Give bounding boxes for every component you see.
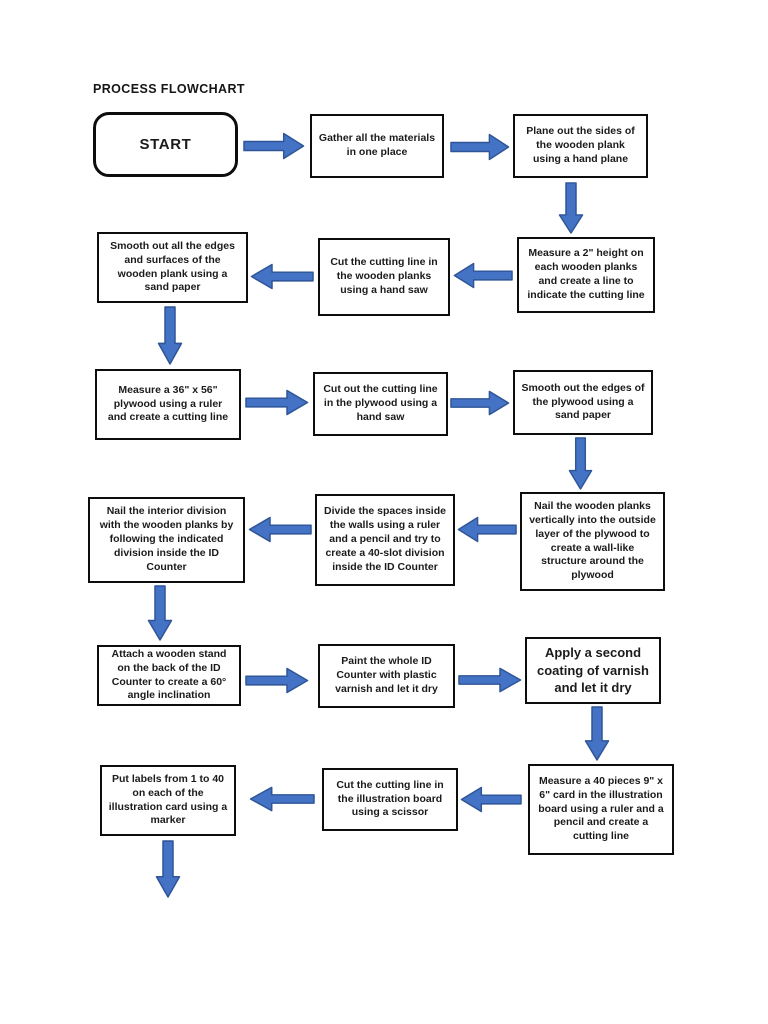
flow-step-plane-sides: Plane out the sides of the wooden plank …	[513, 114, 648, 178]
flow-step-smooth-planks: Smooth out all the edges and surfaces of…	[97, 232, 248, 303]
flow-arrow-left-icon	[460, 786, 522, 813]
flow-step-cut-board: Cut the cutting line in the illustration…	[322, 768, 458, 831]
flow-step-cut-planks: Cut the cutting line in the wooden plank…	[318, 238, 450, 316]
flow-arrow-down-icon	[147, 585, 173, 641]
flow-arrow-right-icon	[458, 667, 522, 693]
flow-arrow-down-icon	[584, 706, 610, 761]
flow-arrow-down-icon	[558, 182, 584, 234]
flow-arrow-right-icon	[245, 667, 309, 694]
flow-step-measure-height: Measure a 2" height on each wooden plank…	[517, 237, 655, 313]
flow-step-measure-cards: Measure a 40 pieces 9" x 6" card in the …	[528, 764, 674, 855]
flow-step-divide-spaces: Divide the spaces inside the walls using…	[315, 494, 455, 586]
flow-step-attach-stand: Attach a wooden stand on the back of the…	[97, 645, 241, 706]
flow-step-nail-planks: Nail the wooden planks vertically into t…	[520, 492, 665, 591]
flow-step-cut-plywood: Cut out the cutting line in the plywood …	[313, 372, 448, 436]
flow-step-measure-plywood: Measure a 36" x 56" plywood using a rule…	[95, 369, 241, 440]
flow-arrow-left-icon	[248, 516, 312, 543]
page-title: PROCESS FLOWCHART	[93, 82, 245, 96]
flow-arrow-right-icon	[245, 389, 309, 416]
flow-arrow-left-icon	[250, 263, 314, 290]
flow-arrow-down-icon	[157, 306, 183, 365]
flow-step-second-varnish: Apply a second coating of varnish and le…	[525, 637, 661, 704]
flow-arrow-right-icon	[450, 133, 510, 161]
flow-step-paint-varnish: Paint the whole ID Counter with plastic …	[318, 644, 455, 708]
flow-step-nail-interior: Nail the interior division with the wood…	[88, 497, 245, 583]
flow-arrow-left-icon	[457, 516, 517, 543]
flow-step-put-labels: Put labels from 1 to 40 on each of the i…	[100, 765, 236, 836]
flow-step-smooth-plywood: Smooth out the edges of the plywood usin…	[513, 370, 653, 435]
flow-arrow-left-icon	[249, 786, 315, 812]
flow-arrow-right-icon	[243, 132, 305, 160]
flow-arrow-right-icon	[450, 390, 510, 416]
flow-step-gather-materials: Gather all the materials in one place	[310, 114, 444, 178]
flow-arrow-left-icon	[453, 262, 513, 289]
flow-arrow-down-icon	[155, 840, 181, 898]
start-node: START	[93, 112, 238, 177]
flow-arrow-down-icon	[568, 437, 593, 490]
